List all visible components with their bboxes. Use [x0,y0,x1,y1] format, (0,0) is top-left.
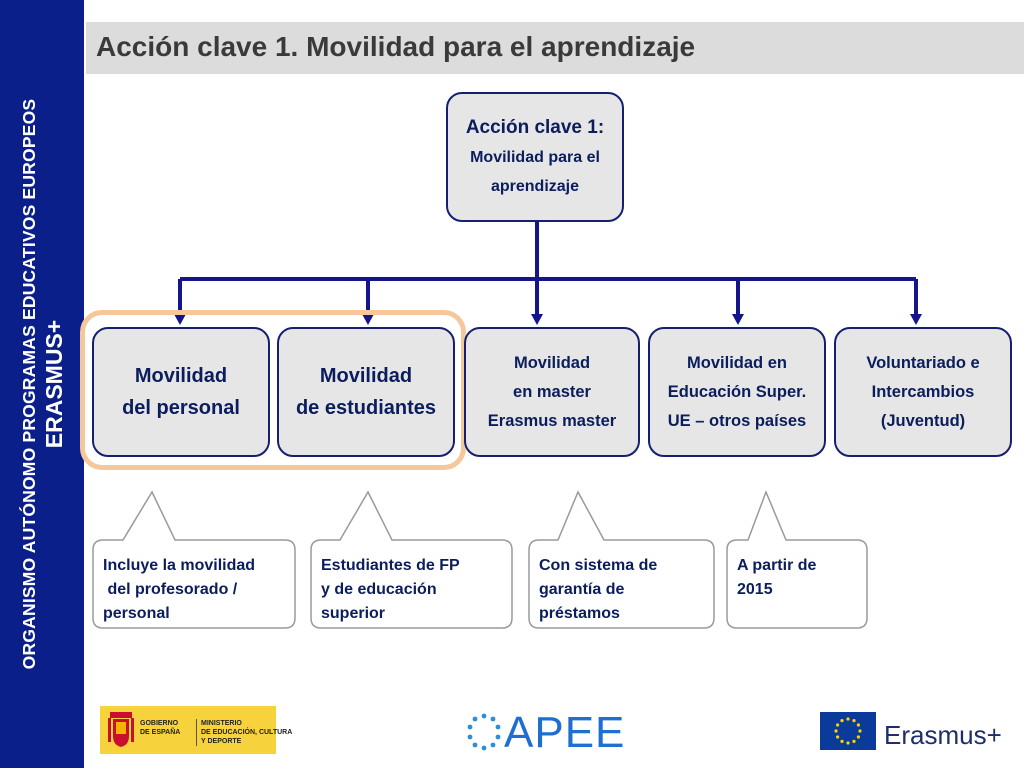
callout-text: préstamos [539,605,620,622]
node-voluntariado: Voluntariado e Intercambios (Juventud) [834,327,1012,457]
node-movilidad-master: Movilidad en master Erasmus master [464,327,640,457]
ministerio-text: MINISTERIO DE EDUCACIÓN, CULTURA Y DEPOR… [196,719,292,746]
arrowhead-4 [732,314,744,325]
callout-bubble-3 [528,490,715,629]
node-label: Movilidad en [687,353,787,372]
arrowhead-1 [174,314,186,325]
callout-note-4: A partir de 2015 [727,540,867,628]
apee-wordmark: APEE [504,708,626,757]
arrowhead-5 [910,314,922,325]
node-movilidad-personal: Movilidad del personal [92,327,270,457]
callout-text: 2015 [737,581,773,598]
node-label: UE – otros países [667,411,807,430]
callout-note-3: Con sistema de garantía de préstamos [529,540,714,628]
ministerio-line: DE EDUCACIÓN, CULTURA [201,729,293,736]
callout-text: del profesorado / [103,581,238,598]
node-label: Voluntariado e [866,353,980,372]
erasmus-logo: Erasmus+ [820,712,1020,758]
callout-text: personal [103,605,170,622]
node-label: Movilidad [319,365,413,387]
highlight-frame [80,310,466,470]
callout-text: A partir de [737,557,817,574]
gobierno-text: GOBIERNO DE ESPAÑA [140,719,180,737]
ministerio-line: Y DEPORTE [201,738,242,745]
callout-bubble-4 [726,489,868,629]
callout-bubble-1 [92,490,296,629]
callout-text: Estudiantes de FP [321,557,460,574]
callout-bubble-2 [310,490,513,629]
arrowhead-3 [531,314,543,325]
node-label: en master [513,382,591,401]
node-label: del personal [122,397,240,419]
callout-text: Incluye la movilidad [103,557,256,574]
root-node-line3: aprendizaje [490,178,580,195]
callout-note-2: Estudiantes de FP y de educación superio… [311,540,512,628]
node-movilidad-educacion-superior: Movilidad en Educación Super. UE – otros… [648,327,826,457]
star-ring-icon [467,713,501,751]
title-bar: Acción clave 1. Movilidad para el aprend… [86,22,1024,74]
eu-flag-icon [820,712,876,750]
coat-of-arms-icon [108,712,134,747]
gobierno-line: GOBIERNO [140,720,179,727]
node-label: Movilidad [513,353,591,372]
callout-text: garantía de [539,581,625,598]
erasmus-wordmark: Erasmus+ [884,720,1002,750]
node-label: Educación Super. [667,382,807,401]
callout-text: Con sistema de [539,557,658,574]
callout-text: superior [321,605,386,622]
connector-drops [174,279,922,325]
node-label: (Juventud) [880,411,966,430]
apee-logo: APEE [462,708,642,758]
sidebar: ORGANISMO AUTÓNOMO PROGRAMAS EDUCATIVOS … [0,0,84,768]
callout-text: y de educación [321,581,437,598]
page-title: Acción clave 1. Movilidad para el aprend… [96,31,696,62]
root-node-line1: Acción clave 1: [465,117,605,138]
callout-note-1: Incluye la movilidad del profesorado / p… [93,540,295,628]
government-logo: GOBIERNO DE ESPAÑA MINISTERIO DE EDUCACI… [100,706,292,754]
ministerio-line: MINISTERIO [201,720,242,727]
node-movilidad-estudiantes: Movilidad de estudiantes [277,327,455,457]
node-label: Intercambios [871,382,975,401]
node-label: Erasmus master [487,411,617,430]
node-label: Movilidad [134,365,228,387]
root-node: Acción clave 1: Movilidad para el aprend… [446,92,624,222]
gobierno-line: DE ESPAÑA [140,729,181,736]
arrowhead-2 [362,314,374,325]
root-node-line2: Movilidad para el [470,149,600,166]
node-label: de estudiantes [295,397,437,419]
